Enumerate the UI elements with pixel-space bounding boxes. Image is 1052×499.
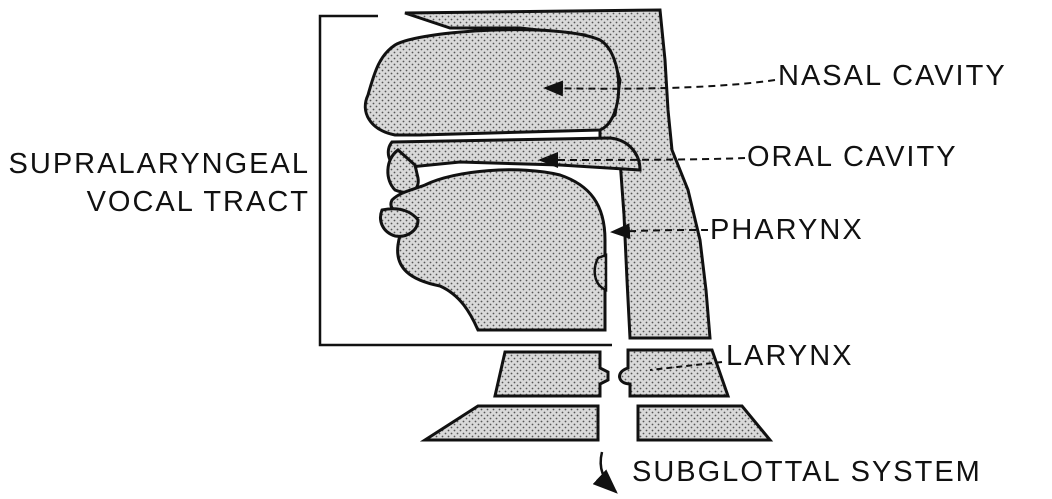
tongue-jaw-shape bbox=[391, 170, 605, 330]
lower-lip-shape bbox=[381, 209, 418, 237]
supralaryngeal-label-line2: VOCAL TRACT bbox=[8, 188, 310, 217]
palate-shape bbox=[388, 138, 640, 170]
larynx-right-shape bbox=[620, 350, 728, 396]
subglottal-right-shape bbox=[638, 406, 770, 440]
oral-cavity-label: ORAL CAVITY bbox=[747, 143, 958, 172]
nasal-cavity-shape bbox=[365, 30, 618, 135]
larynx-left-shape bbox=[495, 352, 608, 396]
larynx-label: LARYNX bbox=[726, 342, 854, 371]
subglottal-arrow bbox=[601, 452, 616, 492]
subglottal-left-shape bbox=[425, 406, 598, 440]
nasal-cavity-label: NASAL CAVITY bbox=[778, 62, 1007, 91]
pharynx-label: PHARYNX bbox=[710, 216, 864, 245]
supralaryngeal-label-line1: SUPRALARYNGEAL bbox=[8, 150, 310, 179]
subglottal-system-label: SUBGLOTTAL SYSTEM bbox=[632, 458, 982, 487]
